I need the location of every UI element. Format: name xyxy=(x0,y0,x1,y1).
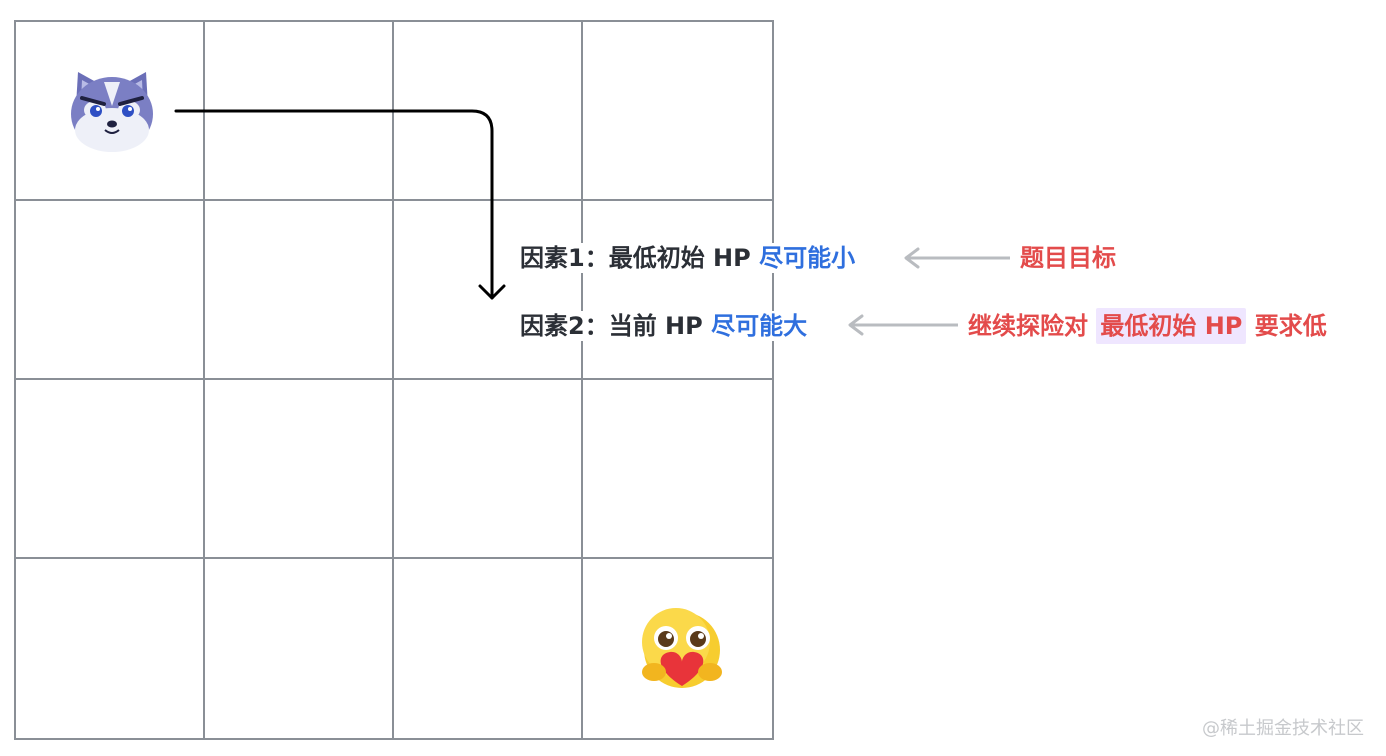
watermark: @稀土掘金技术社区 xyxy=(1202,718,1364,739)
factor-1-label: 因素1：最低初始 HP 尽可能小 xyxy=(516,243,860,273)
grid-cell xyxy=(583,380,772,559)
factor-2-prefix: 因素2： xyxy=(520,312,609,340)
factor-2-label: 因素2：当前 HP 尽可能大 xyxy=(516,311,812,341)
factor-2-annotation-highlight: 最低初始 HP xyxy=(1096,308,1247,344)
gray-arrow-2 xyxy=(848,314,958,336)
grid-cell xyxy=(583,201,772,380)
factor-2-annotation-pre: 继续探险对 xyxy=(968,312,1097,340)
grid-cell xyxy=(583,559,772,738)
grid-cell xyxy=(394,201,583,380)
factor-2-main: 当前 HP xyxy=(608,312,712,340)
grid-cell xyxy=(205,380,394,559)
grid-cell xyxy=(205,22,394,201)
factor-1-main: 最低初始 HP xyxy=(608,244,760,272)
factor-1-highlight: 尽可能小 xyxy=(759,244,856,272)
factor-2-annotation: 继续探险对 最低初始 HP 要求低 xyxy=(964,308,1331,344)
grid-cell xyxy=(394,559,583,738)
grid-cell xyxy=(205,201,394,380)
factor-2-annotation-post: 要求低 xyxy=(1246,312,1327,340)
factor-2-highlight: 尽可能大 xyxy=(711,312,808,340)
grid-cell xyxy=(205,559,394,738)
gray-arrow-1 xyxy=(904,247,1010,269)
grid-cell xyxy=(16,201,205,380)
grid-cell xyxy=(16,380,205,559)
grid-cell xyxy=(16,559,205,738)
grid-cell xyxy=(583,22,772,201)
grid-cell xyxy=(394,22,583,201)
grid-cell xyxy=(394,380,583,559)
grid-cell xyxy=(16,22,205,201)
factor-1-prefix: 因素1： xyxy=(520,244,609,272)
factor-1-annotation: 题目目标 xyxy=(1016,243,1120,273)
dungeon-grid xyxy=(14,20,774,740)
factor-1-annotation-text: 题目目标 xyxy=(1020,244,1116,272)
